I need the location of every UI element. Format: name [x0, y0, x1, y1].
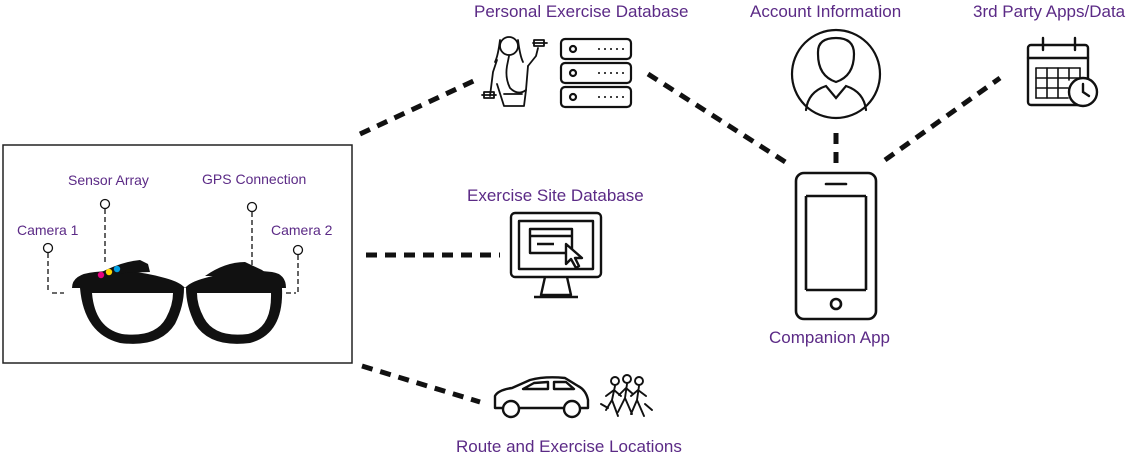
- user-avatar-icon: [790, 28, 882, 120]
- callout-markers: [42, 198, 304, 294]
- gps-marker: [246, 201, 258, 213]
- connector-thirdparty-phone: [883, 75, 1002, 163]
- camera-2-label: Camera 2: [271, 222, 333, 238]
- connector-glasses-route: [361, 363, 481, 405]
- companion-app-label: Companion App: [769, 328, 890, 347]
- camera-1-label: Camera 1: [17, 222, 79, 238]
- server-rack-icon: [559, 37, 633, 109]
- glasses-panel: [2, 144, 353, 364]
- walking-people-icon: [600, 374, 653, 417]
- sensor-array-label: Sensor Array: [68, 172, 149, 188]
- smartphone-icon: [794, 171, 878, 321]
- sensor-dot-cyan: [113, 265, 121, 273]
- connectors: [358, 71, 1002, 405]
- connector-db-phone: [646, 71, 792, 168]
- sensor-dot-yellow: [105, 268, 113, 276]
- connector-glasses-personal-db: [358, 75, 482, 137]
- sensor-dot-magenta: [97, 271, 105, 279]
- calendar-clock-icon: [1026, 36, 1099, 108]
- gps-connection-label: GPS Connection: [202, 171, 307, 187]
- camera-1-marker: [42, 242, 54, 254]
- route-locations-label: Route and Exercise Locations: [456, 437, 682, 456]
- car-icon: [493, 376, 590, 419]
- third-party-label: 3rd Party Apps/Data: [973, 2, 1126, 21]
- monitor-cursor-icon: [509, 211, 603, 299]
- exercise-site-db-label: Exercise Site Database: [467, 186, 644, 205]
- smart-glasses-icon: [72, 260, 286, 344]
- person-lifting-dumbbell-icon: [481, 36, 548, 107]
- camera-2-marker: [292, 244, 304, 256]
- sensor-array-marker: [99, 198, 111, 210]
- personal-exercise-db-label: Personal Exercise Database: [474, 2, 689, 21]
- account-info-label: Account Information: [750, 2, 902, 21]
